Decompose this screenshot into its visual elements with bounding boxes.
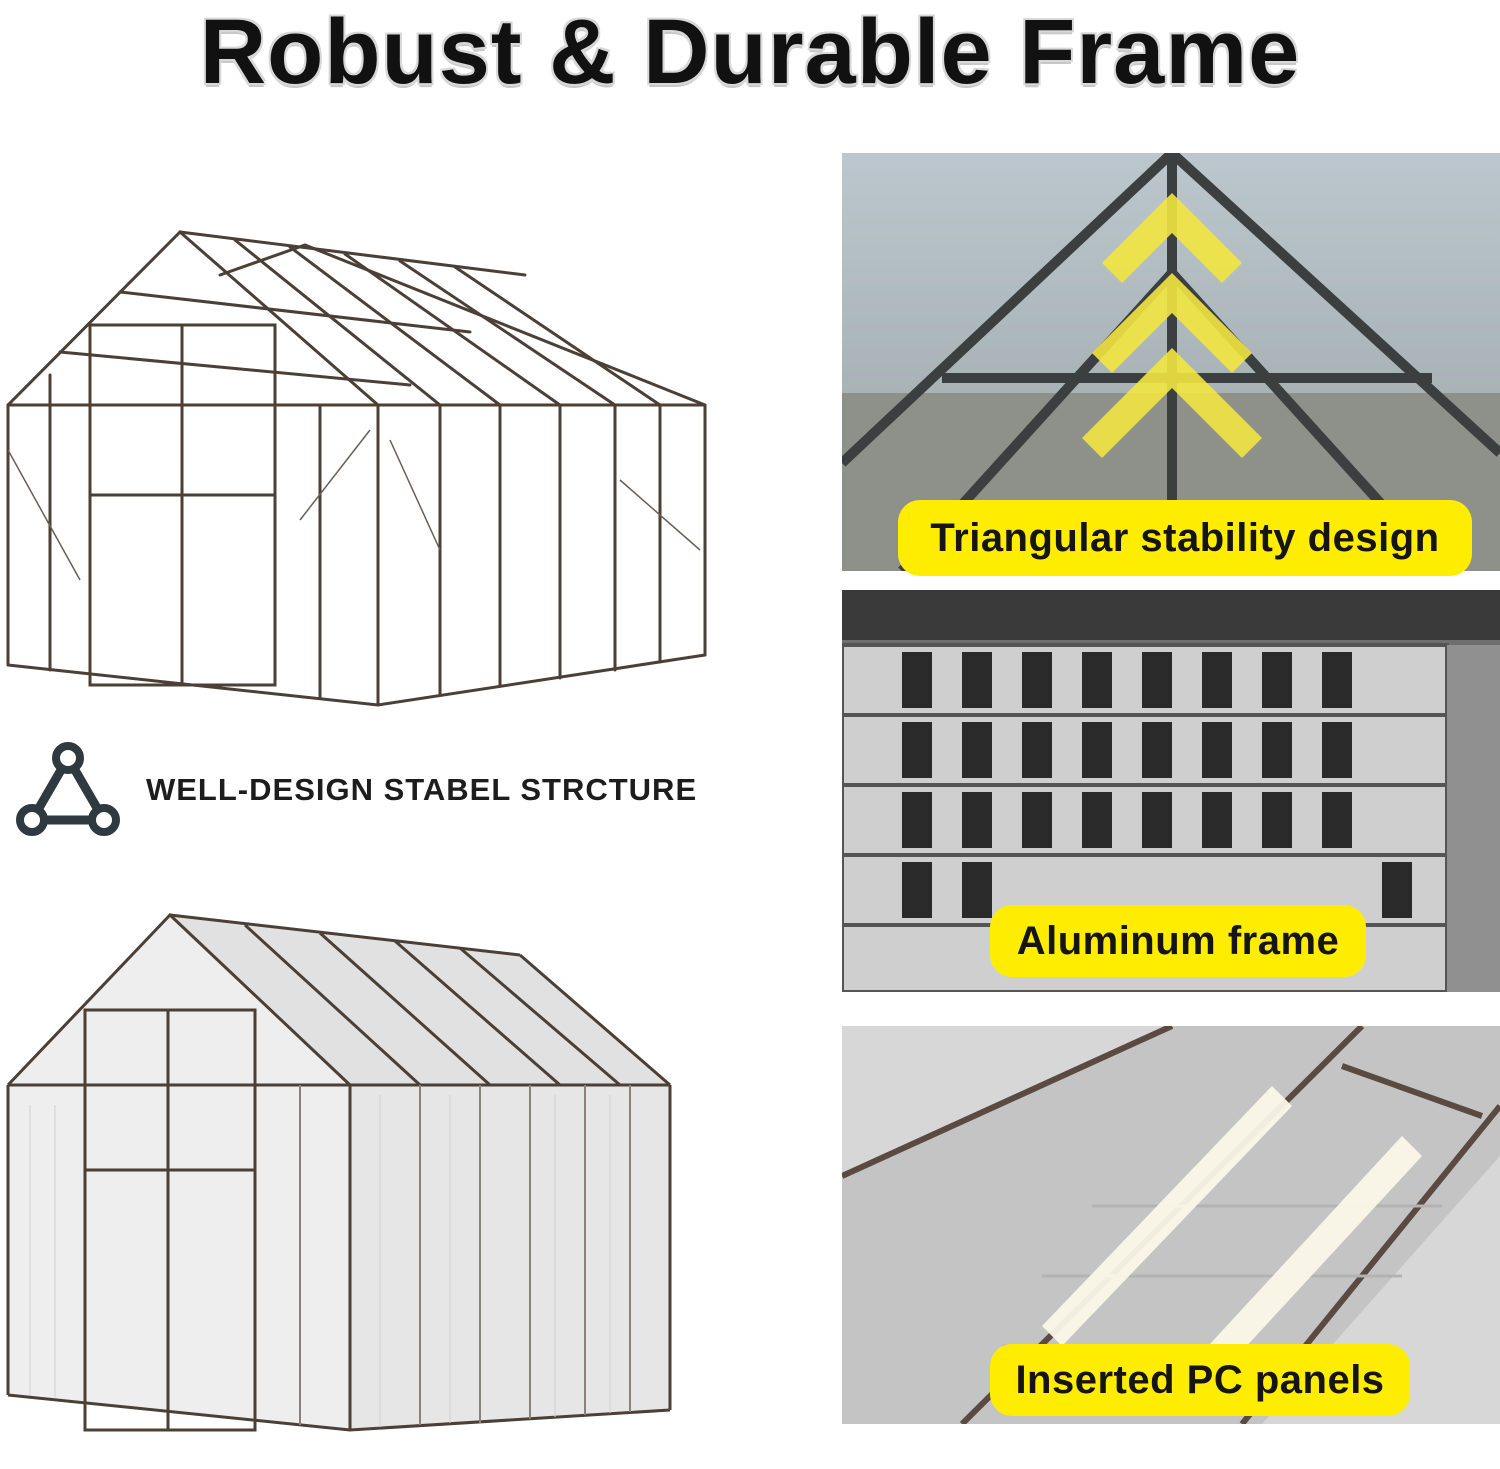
- feature-text: WELL-DESIGN STABEL STRCTURE: [146, 772, 698, 807]
- feature-highlight: WELL-DESIGN STABEL STRCTURE: [12, 740, 732, 840]
- label-inserted-pc-panels: Inserted PC panels: [990, 1344, 1410, 1416]
- greenhouse-frame-illustration: [0, 220, 720, 720]
- triangle-structure-icon: [16, 742, 120, 836]
- page-title: Robust & Durable Frame: [199, 1, 1301, 103]
- greenhouse-panel-illustration: [0, 905, 690, 1465]
- label-triangular-stability: Triangular stability design: [898, 500, 1472, 576]
- label-aluminum-frame: Aluminum frame: [990, 905, 1366, 977]
